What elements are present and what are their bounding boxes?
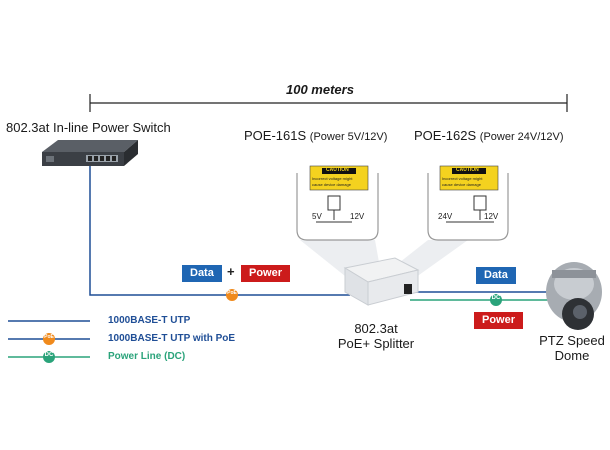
ptz-camera [546, 262, 602, 330]
power-badge: Power [241, 265, 291, 282]
power-badge-right: Power [474, 312, 524, 329]
splitter-device [343, 257, 420, 306]
voltage-right-high: 12V [484, 212, 499, 221]
legend-label-poe: 1000BASE-T UTP with PoE [108, 333, 236, 344]
legend-poe-marker [43, 333, 55, 345]
camera-label-line2: Dome [554, 348, 590, 363]
caution-line1-left: Incorrect voltage might [312, 176, 353, 181]
dc-marker-text: DC [491, 295, 501, 301]
model-callout-right [427, 165, 509, 241]
legend-dc-marker [43, 351, 55, 363]
switch-label: 802.3at In-line Power Switch [6, 120, 171, 135]
legend-label-dc: Power Line (DC) [108, 351, 186, 362]
poe-marker-text: PoE [227, 290, 237, 296]
splitter-label: 802.3at PoE+ Splitter [316, 321, 436, 351]
model-heading-right: POE-162S (Power 24V/12V) [414, 128, 564, 143]
legend-label-utp: 1000BASE-T UTP [108, 315, 191, 326]
legend-poe-marker-text: PoE [44, 334, 54, 340]
distance-label: 100 meters [286, 82, 354, 97]
splitter-label-line1: 802.3at [354, 321, 398, 336]
camera-label-line1: PTZ Speed [539, 333, 605, 348]
model-spec-left: (Power 5V/12V) [309, 131, 388, 143]
caution-title-right: CAUTION [456, 167, 479, 173]
model-heading-left: POE-161S (Power 5V/12V) [244, 128, 387, 143]
data-badge: Data [182, 265, 222, 282]
caution-line2-right: cause device damage [442, 182, 481, 187]
poe-switch-device [42, 140, 138, 166]
model-spec-right: (Power 24V/12V) [479, 131, 564, 143]
caution-title-left: CAUTION [326, 167, 349, 173]
legend-dc-marker-text: DC [44, 352, 54, 358]
voltage-right-low: 24V [438, 212, 453, 221]
caution-line1-right: Incorrect voltage might [442, 176, 483, 181]
plus-sign: + [227, 264, 235, 279]
dc-marker [490, 294, 502, 306]
distance-dimension [89, 94, 568, 112]
model-callout-left [296, 165, 379, 241]
data-badge-right: Data [476, 267, 516, 284]
model-name-right: POE-162S [414, 128, 477, 143]
utp-poe-cable [89, 166, 350, 296]
camera-label: PTZ Speed Dome [536, 333, 608, 363]
poe-marker [226, 289, 238, 301]
voltage-left-low: 5V [312, 212, 322, 221]
caution-line2-left: cause device damage [312, 182, 351, 187]
model-name-left: POE-161S [244, 128, 307, 143]
voltage-left-high: 12V [350, 212, 365, 221]
splitter-label-line2: PoE+ Splitter [337, 336, 415, 351]
